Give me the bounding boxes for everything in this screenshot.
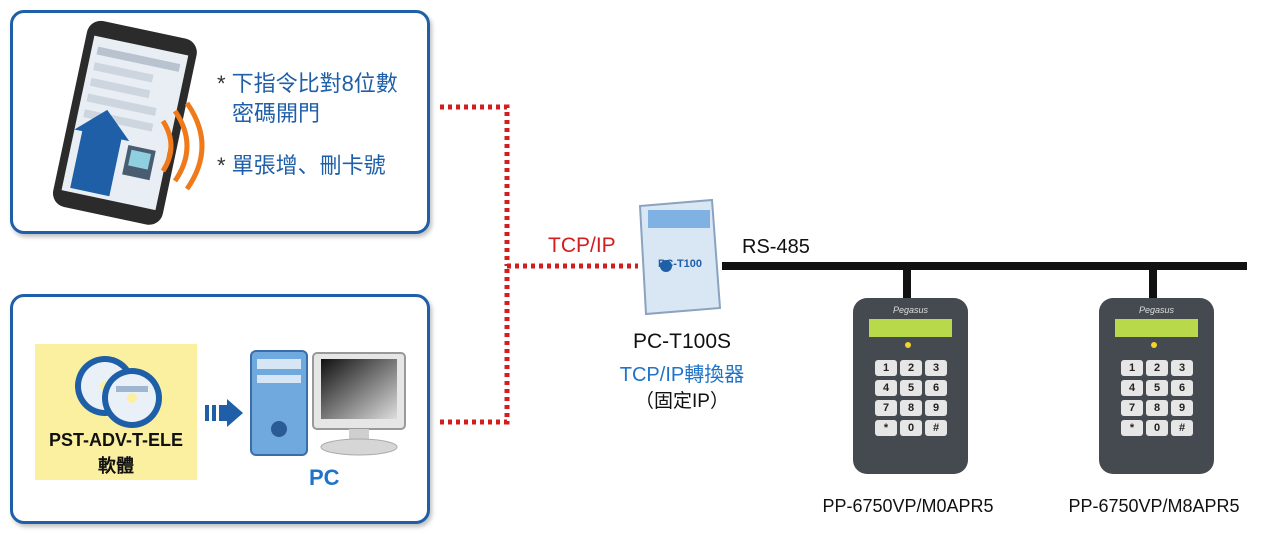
reader-led	[1151, 342, 1157, 348]
key-8: 8	[900, 400, 922, 416]
converter-model-label: PC-T100S	[632, 330, 732, 353]
reader-keypad: 1 2 3 4 5 6 7 8 9 * 0 #	[1121, 360, 1193, 440]
reader-lcd	[869, 319, 952, 337]
key-8: 8	[1146, 400, 1168, 416]
pc-tower-icon	[250, 350, 308, 456]
key-3: 3	[925, 360, 947, 376]
key-5: 5	[1146, 380, 1168, 396]
reader-2-model-label: PP-6750VP/M8APR5	[1068, 496, 1240, 516]
key-1: 1	[875, 360, 897, 376]
software-label: PST-ADV-T-ELE	[48, 430, 183, 450]
tcpip-link-pc	[440, 266, 510, 425]
phone-panel: *下指令比對8位數 密碼開門 *單張增、刪卡號	[10, 10, 430, 234]
pc-label: PC	[309, 465, 340, 490]
card-reader-2: Pegasus 1 2 3 4 5 6 7 8 9 * 0 #	[1099, 298, 1214, 474]
key-hash: #	[925, 420, 947, 436]
software-sub-label: 軟體	[98, 456, 134, 476]
reader-brand: Pegasus	[1138, 305, 1175, 315]
software-disc-icon	[75, 356, 162, 428]
converter-note-label: （固定IP）	[635, 391, 729, 412]
wireless-signal-icon	[160, 101, 205, 191]
key-9: 9	[1171, 400, 1193, 416]
key-7: 7	[1121, 400, 1143, 416]
reader-keypad: 1 2 3 4 5 6 7 8 9 * 0 #	[875, 360, 947, 440]
software-box: PST-ADV-T-ELE 軟體	[35, 344, 197, 480]
key-2: 2	[1146, 360, 1168, 376]
pc-panel: PST-ADV-T-ELE 軟體 PC	[10, 294, 430, 524]
converter-device-text: PC-T100	[658, 258, 703, 270]
tcpip-link-phone	[440, 104, 510, 266]
feature-bullet-1: *下指令比對8位數 密碼開門	[217, 71, 398, 126]
arrow-right-icon	[205, 399, 243, 427]
key-9: 9	[925, 400, 947, 416]
key-6: 6	[925, 380, 947, 396]
monitor-icon	[312, 352, 406, 456]
converter-device-icon	[638, 198, 722, 316]
key-4: 4	[1121, 380, 1143, 396]
key-5: 5	[900, 380, 922, 396]
reader-lcd	[1115, 319, 1198, 337]
key-star: *	[1121, 420, 1143, 436]
key-2: 2	[900, 360, 922, 376]
key-star: *	[875, 420, 897, 436]
key-hash: #	[1171, 420, 1193, 436]
key-0: 0	[1146, 420, 1168, 436]
key-6: 6	[1171, 380, 1193, 396]
key-0: 0	[900, 420, 922, 436]
feature-bullet-2: *單張增、刪卡號	[217, 153, 386, 178]
smartphone-icon	[52, 20, 197, 225]
tcpip-label: TCP/IP	[548, 234, 616, 257]
key-7: 7	[875, 400, 897, 416]
key-3: 3	[1171, 360, 1193, 376]
key-4: 4	[875, 380, 897, 396]
card-reader-1: Pegasus 1 2 3 4 5 6 7 8 9 * 0 #	[853, 298, 968, 474]
key-1: 1	[1121, 360, 1143, 376]
rs485-label: RS-485	[742, 236, 810, 258]
converter-desc-label: TCP/IP轉換器	[619, 364, 745, 386]
reader-led	[905, 342, 911, 348]
reader-brand: Pegasus	[892, 305, 929, 315]
reader-1-model-label: PP-6750VP/M0APR5	[822, 496, 994, 516]
